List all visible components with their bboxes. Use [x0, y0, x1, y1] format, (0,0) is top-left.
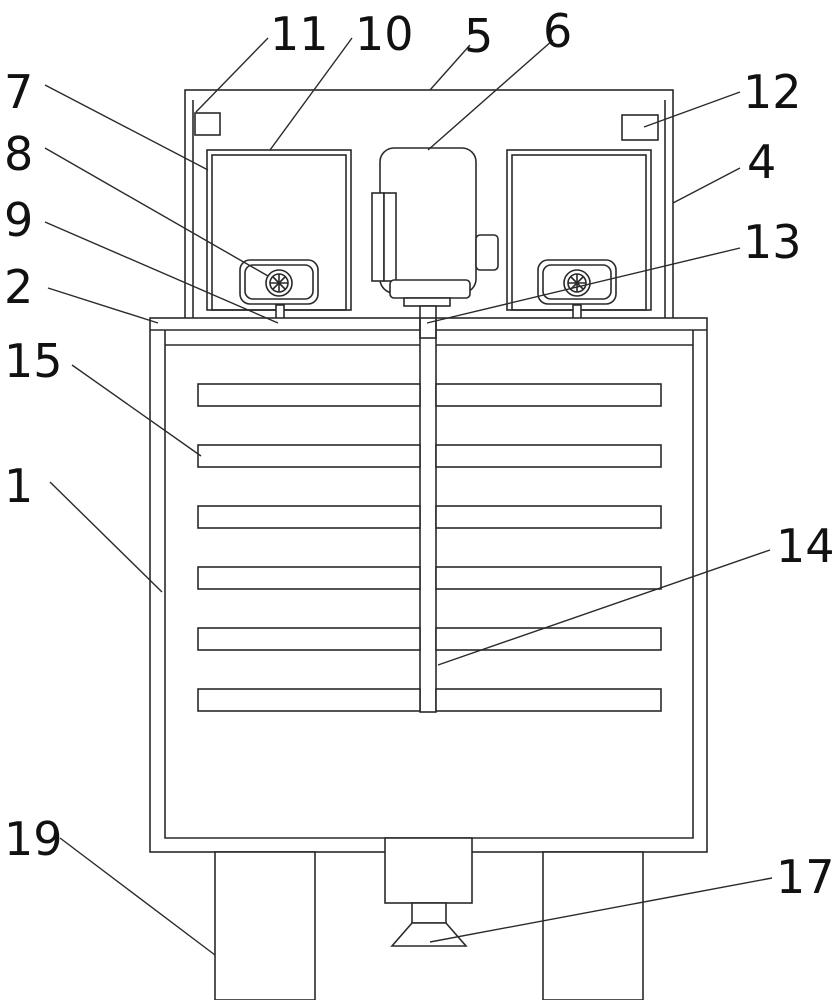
- label-12: 12: [743, 65, 802, 119]
- label-11: 11: [270, 7, 329, 61]
- part-labels: 11 10 5 6 7 12 4 8 13 9 2 15 1 14 19 17: [4, 4, 835, 904]
- leader-lines: [44, 37, 773, 956]
- label-17: 17: [776, 850, 835, 904]
- label-5: 5: [464, 9, 493, 63]
- label-7: 7: [4, 65, 33, 119]
- label-6: 6: [543, 4, 572, 58]
- sensor-left: [194, 112, 221, 136]
- label-10: 10: [355, 7, 414, 61]
- label-19: 19: [4, 812, 63, 866]
- sensor-right: [621, 114, 659, 141]
- stirring-shaft: [419, 305, 437, 713]
- label-15: 15: [4, 334, 63, 388]
- discharge-valve: [384, 837, 473, 947]
- label-14: 14: [776, 519, 835, 573]
- label-2: 2: [4, 260, 33, 314]
- right-leg: [542, 851, 644, 1000]
- left-leg: [214, 851, 316, 1000]
- stirring-blades: [197, 383, 662, 712]
- label-13: 13: [743, 215, 802, 269]
- motor: [371, 147, 499, 307]
- label-1: 1: [4, 459, 33, 513]
- label-4: 4: [747, 135, 776, 189]
- shaft-coupling: [419, 317, 437, 339]
- right-pump: [537, 259, 617, 305]
- label-8: 8: [4, 127, 33, 181]
- label-9: 9: [4, 193, 33, 247]
